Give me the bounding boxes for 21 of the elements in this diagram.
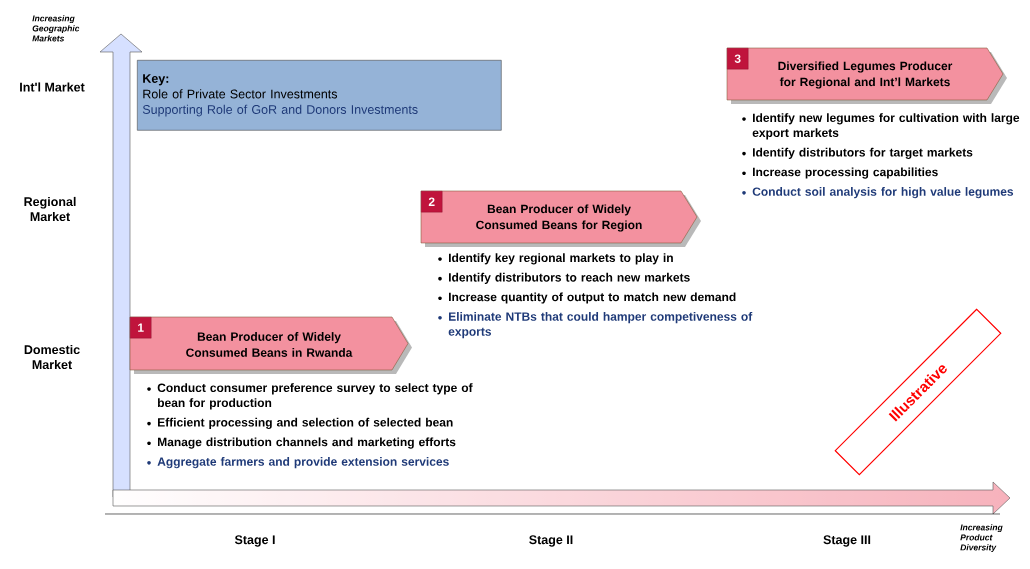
bullet-item: Aggregate farmers and provide extension services bbox=[147, 457, 449, 469]
market-label: Domestic Market bbox=[24, 344, 80, 370]
bullet-item: Identify new legumes for cultivation with large export markets bbox=[742, 113, 1020, 140]
bullet-item: Identify key regional markets to play in bbox=[438, 253, 673, 265]
bullet-item: Conduct soil analysis for high value legumes bbox=[742, 187, 1014, 199]
bullet-item: Efficient processing and selection of selected bean bbox=[147, 417, 453, 429]
market-label: Int'l Market bbox=[20, 82, 85, 92]
bullet-item: Increase processing capabilities bbox=[742, 167, 938, 179]
bullet-item: Identify distributors for target markets bbox=[742, 147, 973, 159]
market-label: Regional Market bbox=[24, 196, 76, 222]
axis-title: Increasing Geographic Markets bbox=[32, 15, 80, 42]
bullet-item: Identify distributors to reach new markets bbox=[438, 272, 690, 284]
stage-label: Stage II bbox=[529, 535, 573, 547]
bullet-item: Eliminate NTBs that could hamper competiveness of exports bbox=[438, 312, 753, 339]
bullet-item: Conduct consumer preference survey to select type of bean for production bbox=[147, 383, 473, 410]
stage-label: Stage III bbox=[823, 535, 871, 547]
axis-title: Increasing Product Diversity bbox=[960, 524, 1003, 553]
bullet-item: Increase quantity of output to match new demand bbox=[438, 292, 736, 304]
bullet-item: Manage distribution channels and marketing efforts bbox=[147, 437, 456, 449]
stage-label: Stage I bbox=[234, 535, 275, 547]
key-box: Key: Role of Private Sector Investments Supporting Role of GoR and Donors Investments bbox=[137, 60, 502, 131]
